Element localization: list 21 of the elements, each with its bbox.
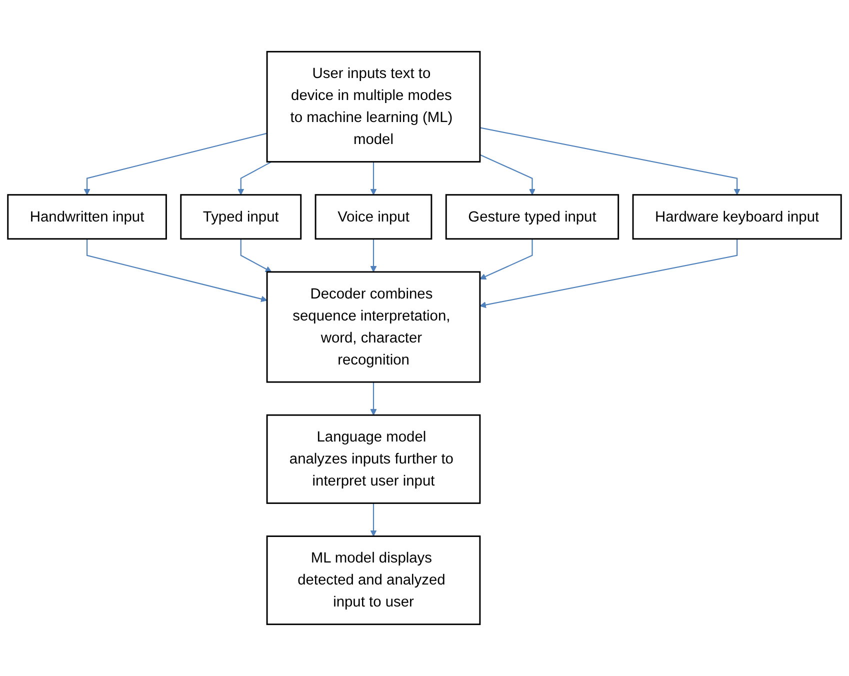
arrow	[480, 238, 738, 308]
node-box: Typed input	[180, 194, 302, 240]
arrow	[86, 238, 268, 302]
node-box: Gesture typed input	[445, 194, 620, 240]
arrow	[240, 238, 272, 272]
node-box: Language model analyzes inputs further to interpret user input	[266, 414, 481, 504]
node-box: ML model displays detected and analyzed input to user	[266, 536, 481, 626]
arrow	[370, 162, 377, 196]
node-box: Handwritten input	[7, 194, 167, 240]
arrow	[238, 161, 272, 196]
arrow	[370, 238, 377, 272]
node-box: User inputs text to device in multiple modes to machine learning (ML) model	[266, 50, 481, 163]
arrow	[480, 238, 533, 280]
node-box: Voice input	[314, 194, 432, 240]
arrow	[480, 154, 536, 196]
arrow	[480, 127, 740, 196]
arrow	[84, 132, 268, 196]
node-box: Decoder combines sequence interpretation, word, character recognition	[266, 271, 481, 383]
node-box: Hardware keyboard input	[632, 194, 842, 240]
arrow	[370, 382, 377, 416]
arrow	[370, 503, 377, 537]
